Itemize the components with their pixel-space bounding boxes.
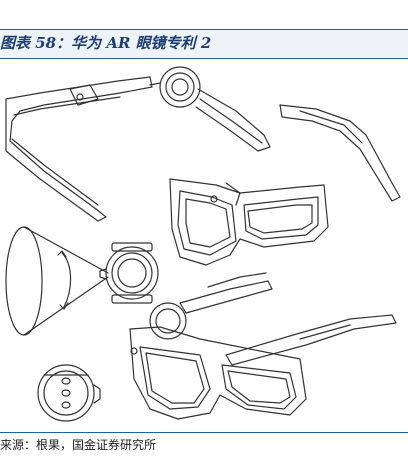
title-rule — [0, 58, 408, 59]
bottom-rule — [0, 432, 408, 433]
patent-drawing — [5, 66, 401, 422]
module-back-icon — [37, 364, 101, 422]
folded-glasses-icon — [129, 272, 397, 420]
open-glasses-icon — [5, 66, 401, 266]
source-note: 来源：根果，国金证券研究所 — [0, 438, 157, 452]
figure-title: 图表 58：华为 AR 眼镜专利 2 — [0, 34, 212, 52]
round-module-icon — [99, 242, 159, 304]
title-bar — [0, 30, 408, 58]
view-cone-icon — [5, 226, 109, 336]
top-rule — [0, 29, 408, 30]
